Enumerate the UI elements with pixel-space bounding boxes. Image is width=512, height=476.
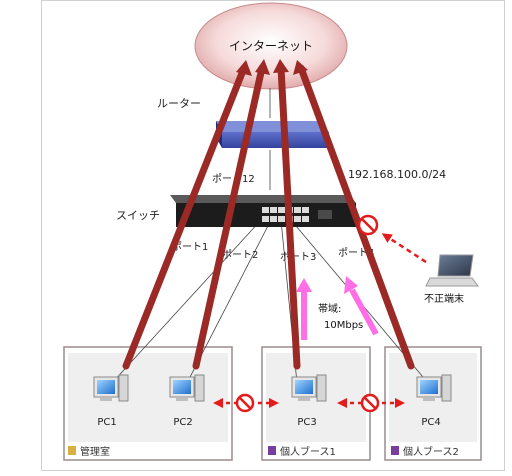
room-admin: 管理室 — [63, 346, 233, 461]
room-booth2-label: 個人ブース2 — [403, 445, 459, 458]
pc2-label: PC2 — [173, 417, 192, 428]
internet-cloud: インターネット — [194, 2, 348, 90]
blocked-link-pc2-pc3 — [213, 393, 279, 413]
traffic-arrows — [122, 59, 415, 370]
laptop-icon — [425, 254, 479, 287]
traffic-arrow-pc3 — [273, 59, 301, 370]
room-booth2: 個人ブース2 — [384, 346, 482, 461]
router-label: ルーター — [157, 97, 201, 110]
blocked-icon-switch — [357, 214, 379, 236]
bandwidth-arrow-port4 — [344, 276, 379, 336]
bandwidth-arrow-port3 — [296, 278, 312, 340]
diagram-frame — [41, 0, 505, 471]
port2-label: ポート2 — [222, 249, 258, 261]
port12-label: ポート12 — [212, 173, 255, 185]
pc1-label: PC1 — [97, 417, 116, 428]
pc4-label: PC4 — [421, 417, 440, 428]
bandwidth-line1: 帯域: — [318, 302, 341, 315]
rogue-path — [381, 233, 427, 264]
bandwidth-line2: 10Mbps — [324, 320, 363, 331]
pc3-label: PC3 — [297, 417, 316, 428]
pc1-icon — [93, 374, 129, 402]
internet-label: インターネット — [229, 39, 313, 53]
pc4-icon — [416, 374, 452, 402]
switch: スイッチ 192.168.100.0/24 — [116, 168, 446, 227]
pc3-icon — [291, 374, 327, 402]
switch-label: スイッチ — [116, 209, 160, 222]
admin-tag-icon — [68, 446, 76, 455]
bandwidth-arrows — [296, 276, 379, 340]
booth2-tag-icon — [391, 446, 399, 455]
subnet-label: 192.168.100.0/24 — [348, 168, 446, 181]
blocked-link-pc3-pc4 — [337, 393, 405, 413]
traffic-arrow-pc2 — [192, 59, 270, 370]
port1-label: ポート1 — [172, 241, 208, 253]
room-booth1-label: 個人ブース1 — [280, 445, 336, 458]
booth1-tag-icon — [268, 446, 276, 455]
traffic-arrow-pc1 — [122, 60, 252, 370]
room-admin-label: 管理室 — [80, 445, 110, 458]
pc2-icon — [169, 374, 205, 402]
port3-label: ポート3 — [280, 251, 316, 263]
rogue-label: 不正端末 — [424, 292, 464, 305]
traffic-arrow-pc4 — [293, 60, 415, 370]
